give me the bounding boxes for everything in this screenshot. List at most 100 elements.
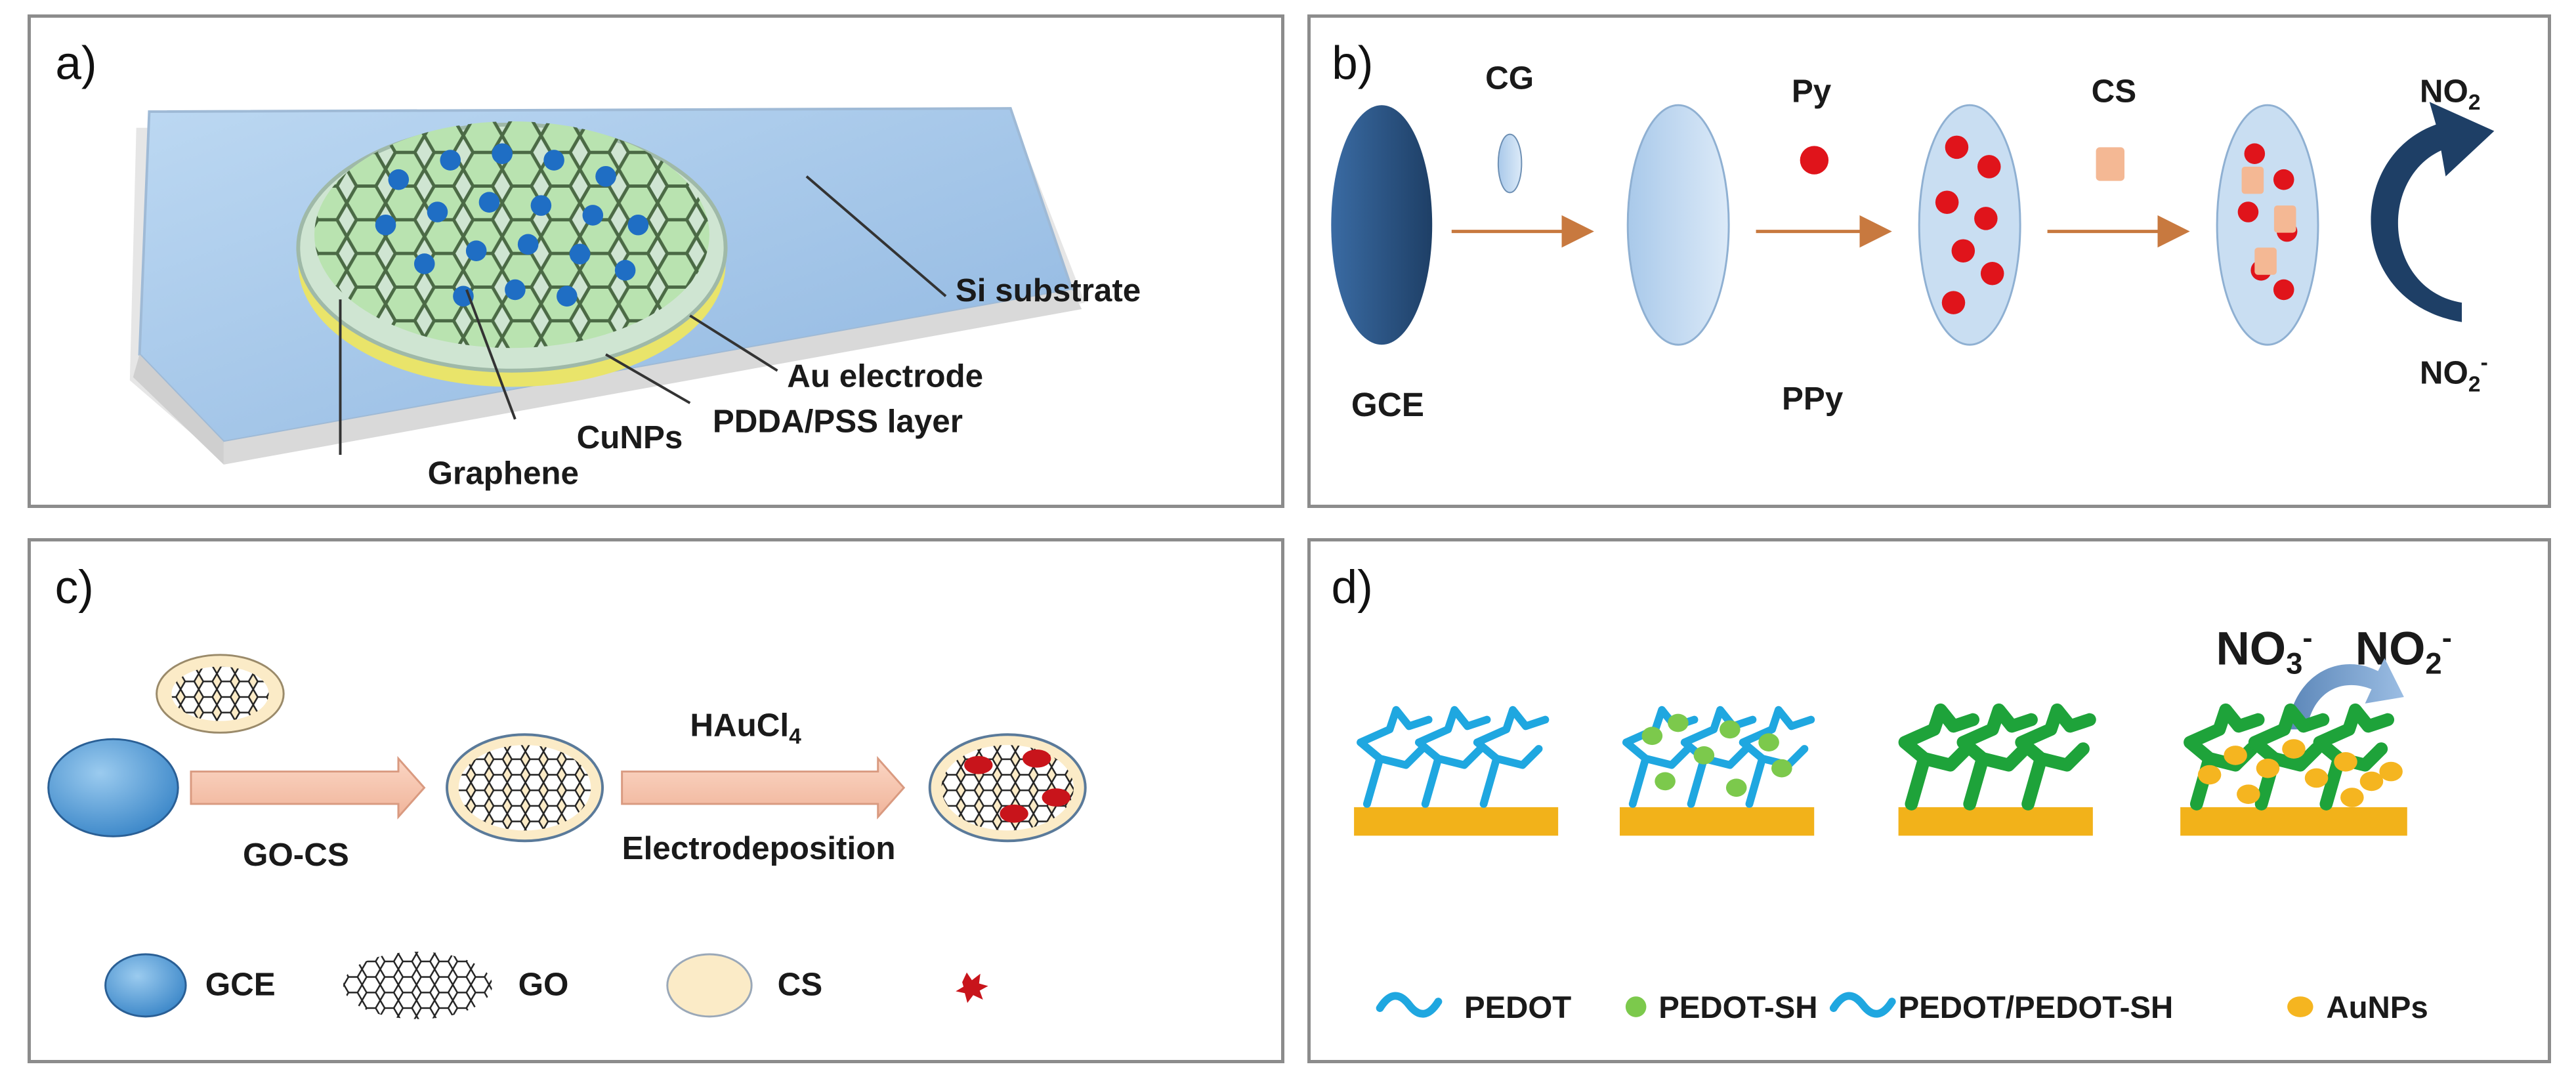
label-pdda-pss: PDDA/PSS layer	[713, 403, 963, 439]
py-dot	[1800, 146, 1829, 175]
cunp-dot	[569, 243, 591, 264]
cunp-dot	[413, 253, 435, 274]
cunp-dot	[453, 285, 474, 307]
cunp-dot	[614, 260, 636, 281]
cunp-dot	[595, 165, 616, 187]
annotation-arrows	[339, 175, 947, 455]
polymer-chain	[2015, 703, 2096, 811]
legend-pedot-sh-label: PEDOT-SH	[1658, 990, 1817, 1025]
particle	[1668, 713, 1689, 732]
legend-pedot-label: PEDOT	[1464, 990, 1571, 1025]
panel-a-figure: a) Si substrate Au electrode PDDA/PSS la…	[55, 38, 1141, 492]
ppy-dots	[1935, 135, 2004, 314]
polymer-chain	[1739, 706, 1815, 808]
polymer-chain	[1898, 703, 1980, 811]
panel-d-label: d)	[1332, 562, 1373, 614]
cs-ppy-cg-electrode	[2216, 104, 2319, 346]
legend-aunps-label: AuNPs	[2326, 990, 2428, 1025]
particle	[2379, 761, 2403, 782]
cunp-dot	[388, 169, 410, 190]
cunp-dot	[478, 192, 500, 213]
cunp-dot	[627, 214, 649, 236]
arrow-go-cs	[190, 755, 426, 820]
label-no3-minus: NO3-	[2216, 621, 2312, 680]
reaction-arrow	[2371, 102, 2495, 322]
particle	[1655, 772, 1676, 791]
legend-pedot-icon	[1376, 992, 1443, 1018]
cunp-dot	[465, 240, 487, 261]
gce-disk	[47, 738, 179, 837]
panel-c: c) GO-CS HAuCl4 Electrodeposition GCE GO…	[28, 538, 1284, 1063]
label-no2-minus: NO2-	[2420, 350, 2488, 397]
cunp-dot	[543, 150, 564, 171]
particle	[2224, 746, 2247, 765]
legend-gce-label: GCE	[205, 966, 276, 1002]
label-graphene: Graphene	[428, 455, 579, 491]
reaction-arc-arrow	[2287, 658, 2404, 730]
label-no2: NO2	[2420, 73, 2481, 115]
label-electrodeposition: Electrodeposition	[622, 830, 896, 866]
polymer-chain	[2248, 703, 2330, 811]
label-go-cs: GO-CS	[243, 837, 349, 873]
label-ppy: PPy	[1782, 381, 1844, 417]
panel-a: a) Si substrate Au electrode PDDA/PSS la…	[28, 14, 1284, 508]
legend-pedot-pedot-sh-icon	[1829, 992, 1896, 1018]
particle	[2334, 751, 2357, 772]
legend-cs-icon	[666, 953, 753, 1018]
particle	[2359, 771, 2384, 792]
label-si-substrate: Si substrate	[956, 272, 1141, 308]
final-electrode-dots	[2237, 143, 2298, 301]
legend-aunps-icon	[2287, 996, 2313, 1017]
particle	[1771, 759, 1792, 778]
label-au-electrode: Au electrode	[787, 358, 983, 394]
au-deposits	[964, 749, 1071, 823]
panel-b-label: b)	[1332, 38, 1373, 90]
label-py: Py	[1792, 73, 1832, 109]
particle	[1758, 733, 1779, 751]
panel-c-figure: c) GO-CS HAuCl4 Electrodeposition GCE GO…	[47, 562, 1087, 1019]
polymer-chains	[1357, 703, 2403, 811]
cunp-dot	[582, 205, 604, 226]
legend-gce-icon	[104, 953, 187, 1018]
cunp-dot	[440, 150, 461, 171]
cunp-dot	[530, 195, 552, 216]
particle	[1725, 778, 1747, 797]
cunp-dot	[492, 143, 513, 164]
panel-a-label: a)	[55, 38, 96, 90]
cunp-dot	[427, 201, 448, 222]
legend-go-icon	[343, 952, 493, 1019]
cunps-dots	[375, 143, 649, 307]
particle	[2197, 765, 2222, 785]
panel-d: d) NO3- NO2- PEDOT PEDOT-SH PEDOT/PEDOT-…	[1307, 538, 2551, 1063]
polymer-chain	[1956, 703, 2038, 811]
particle	[1693, 746, 1715, 765]
cunp-dot	[557, 285, 578, 307]
gce-electrode	[1331, 105, 1433, 345]
label-cs: CS	[2092, 73, 2137, 109]
particle	[2340, 788, 2364, 807]
particle	[1641, 727, 1663, 746]
cs-flake	[2096, 147, 2124, 181]
panel-b-figure: b) GCE CG Py PPy CS	[1331, 38, 2495, 423]
legend-pedot-pedot-sh-label: PEDOT/PEDOT-SH	[1899, 990, 2174, 1025]
arrow-electrodeposition	[621, 755, 906, 820]
polymer-chain	[1357, 706, 1433, 808]
cunp-dot	[505, 279, 526, 301]
particle	[2282, 739, 2306, 759]
cunp-dot	[517, 234, 539, 255]
legend-pedot-sh-icon	[1625, 996, 1647, 1017]
panel-b: b) GCE CG Py PPy CS	[1307, 14, 2551, 508]
panel-d-figure: d) NO3- NO2- PEDOT PEDOT-SH PEDOT/PEDOT-…	[1332, 562, 2452, 1025]
particle	[2237, 784, 2260, 804]
particle	[2256, 758, 2280, 778]
label-cunps: CuNPs	[577, 419, 683, 455]
cunp-dot	[375, 214, 396, 236]
legend-go-label: GO	[518, 966, 569, 1002]
gold-substrates	[1354, 807, 2407, 836]
label-haucl4: HAuCl4	[690, 707, 801, 749]
polymer-chain	[1414, 706, 1491, 808]
cg-modified-electrode	[1626, 104, 1730, 346]
cg-flake	[1497, 133, 1523, 194]
label-cg: CG	[1485, 60, 1534, 96]
particle	[2304, 768, 2329, 788]
